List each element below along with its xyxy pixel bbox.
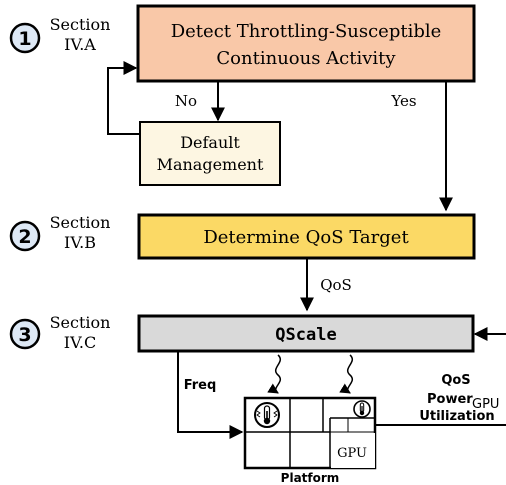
step-2-section-label: Section (50, 213, 111, 232)
detect-activity-line1: Detect Throttling-Susceptible (171, 21, 442, 42)
step-1-badge: 1 (9, 22, 41, 54)
qscale-box (137, 314, 475, 353)
step-2-badge: 2 (9, 220, 41, 252)
default-management-box (139, 121, 281, 186)
default-management-line2: Management (157, 155, 264, 174)
yes-label: Yes (390, 92, 416, 110)
step-1-section-label: Section (50, 15, 111, 34)
platform-label: Platform (281, 471, 340, 485)
no-label: No (175, 92, 197, 110)
determine-qos-label: Determine QoS Target (203, 227, 409, 248)
freq-arrow (177, 351, 244, 439)
freq-label: Freq (184, 378, 217, 393)
detect-activity-box (136, 4, 476, 83)
heat-arrow-right (339, 354, 353, 394)
default-management-line1: Default (180, 133, 240, 152)
thermometer-icon (254, 402, 280, 428)
step-3-badge: 3 (9, 318, 41, 350)
heat-arrow-left (267, 354, 281, 394)
step-3-section-number: IV.C (64, 333, 96, 352)
output-qos-label: QoS (441, 373, 470, 388)
thermometer-icon (353, 400, 371, 418)
loop-back-arrow (107, 61, 140, 135)
step-3-number: 3 (18, 324, 31, 346)
output-utilization-label: Utilization (419, 409, 494, 424)
qscale-label: QScale (275, 325, 336, 345)
step-1-number: 1 (18, 28, 31, 50)
output-gpu-subscript: GPU (472, 397, 499, 412)
step-2-number: 2 (18, 226, 31, 248)
gpu-block-label: GPU (337, 446, 367, 461)
step-3-section-label: Section (50, 313, 111, 332)
qos-label: QoS (320, 276, 352, 294)
determine-qos-box (137, 213, 476, 260)
detect-activity-line2: Continuous Activity (216, 48, 396, 69)
output-power-label: Power (427, 392, 473, 407)
step-1-section-number: IV.A (64, 35, 96, 54)
step-2-section-number: IV.B (64, 233, 96, 252)
